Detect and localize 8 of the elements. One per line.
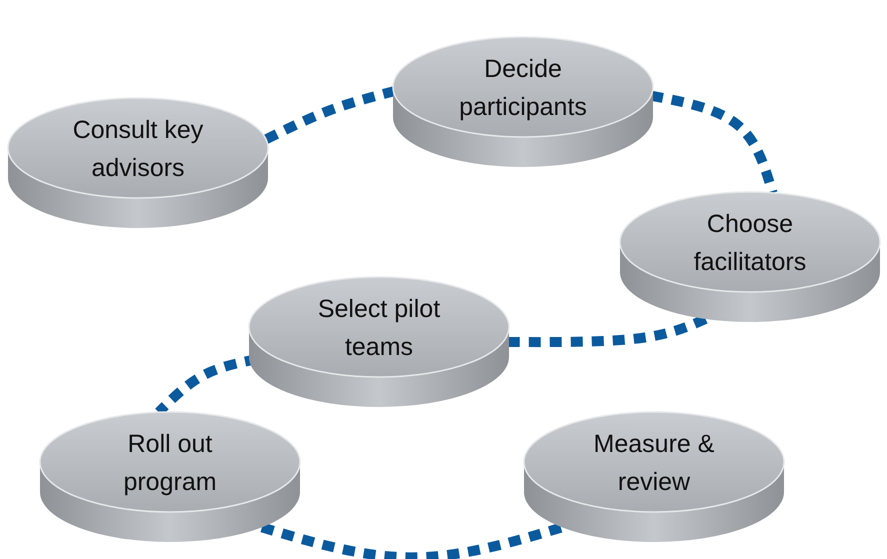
node-label: Measure & review bbox=[592, 429, 716, 498]
node-label: Select pilot teams bbox=[316, 294, 442, 363]
node-label: Decide participants bbox=[458, 54, 588, 123]
node-label: Choose facilitators bbox=[692, 209, 808, 278]
dotted-connector bbox=[264, 86, 395, 144]
node-label: Roll out program bbox=[122, 429, 218, 498]
dotted-connector bbox=[260, 522, 564, 559]
node-label: Consult key advisors bbox=[72, 115, 204, 184]
